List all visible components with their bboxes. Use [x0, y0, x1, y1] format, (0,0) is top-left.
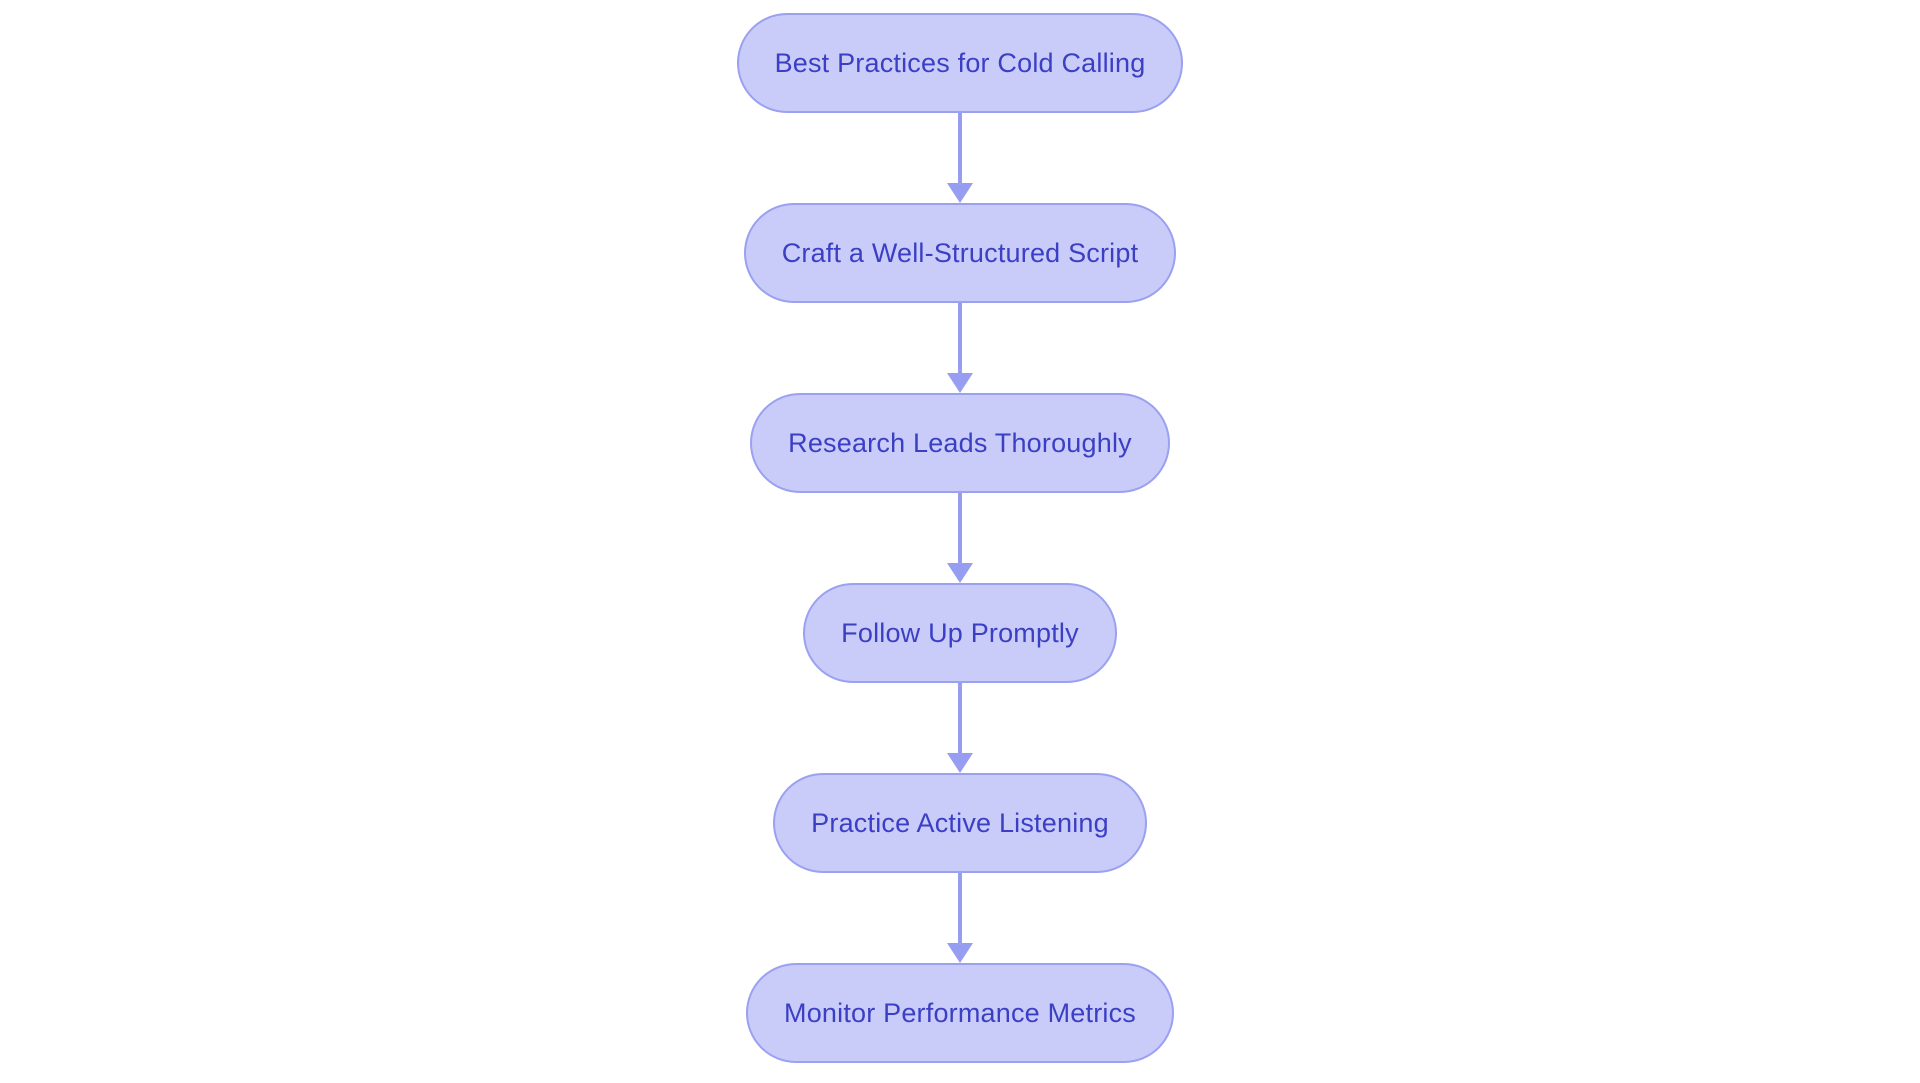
arrowhead-down-icon — [947, 563, 973, 583]
flow-arrow — [946, 873, 974, 963]
arrow-stem — [958, 303, 962, 373]
flow-node-label: Research Leads Thoroughly — [788, 427, 1132, 458]
arrow-stem — [958, 493, 962, 563]
flow-arrow — [946, 683, 974, 773]
flow-node-research-leads: Research Leads Thoroughly — [750, 393, 1170, 493]
arrowhead-down-icon — [947, 943, 973, 963]
flow-node-craft-script: Craft a Well-Structured Script — [743, 203, 1177, 303]
arrow-stem — [958, 113, 962, 183]
flow-node-label: Follow Up Promptly — [841, 617, 1079, 648]
arrow-stem — [958, 683, 962, 753]
flow-node-label: Best Practices for Cold Calling — [774, 47, 1146, 78]
flow-arrow — [946, 493, 974, 583]
arrow-stem — [958, 873, 962, 943]
arrowhead-down-icon — [947, 373, 973, 393]
flow-node-active-listening: Practice Active Listening — [773, 773, 1147, 873]
arrowhead-down-icon — [947, 183, 973, 203]
flow-node-follow-up: Follow Up Promptly — [803, 583, 1117, 683]
flow-arrow — [946, 113, 974, 203]
flow-node-label: Monitor Performance Metrics — [784, 997, 1136, 1028]
flow-node-monitor-metrics: Monitor Performance Metrics — [746, 963, 1174, 1063]
flow-node-label: Craft a Well-Structured Script — [781, 237, 1139, 268]
flow-node-label: Practice Active Listening — [811, 807, 1109, 838]
arrowhead-down-icon — [947, 753, 973, 773]
flow-node-best-practices: Best Practices for Cold Calling — [736, 13, 1184, 113]
flow-arrow — [946, 303, 974, 393]
